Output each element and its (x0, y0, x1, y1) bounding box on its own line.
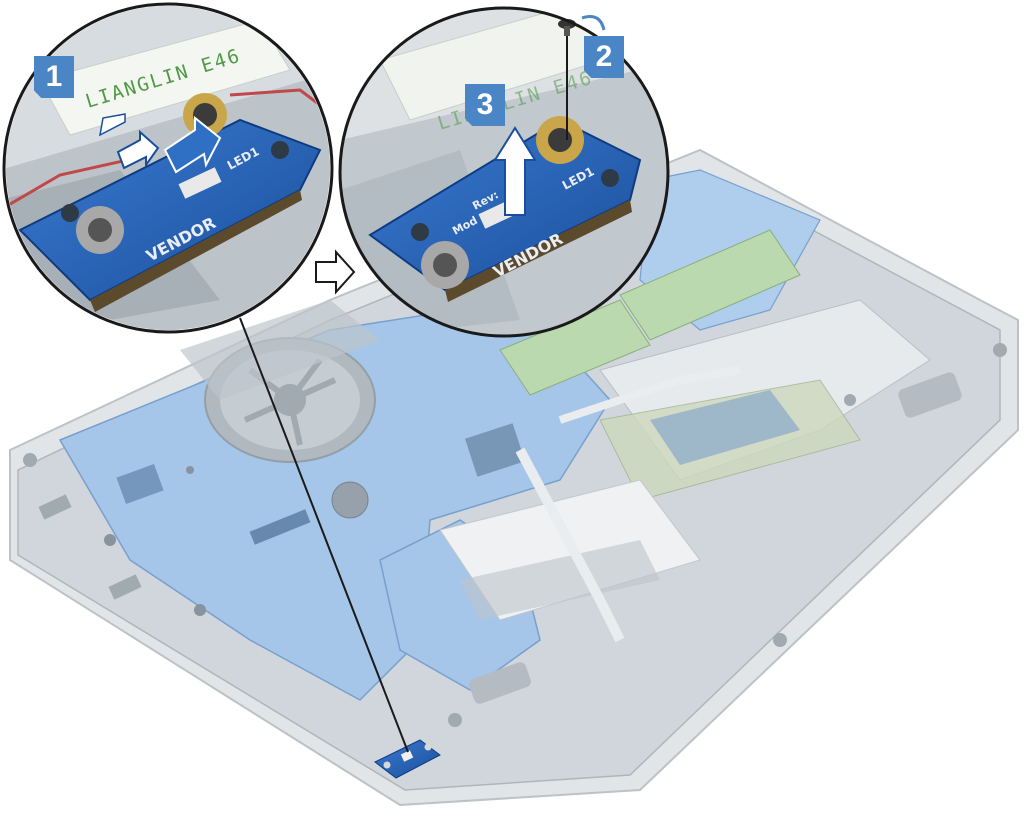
step-number: 3 (477, 88, 494, 122)
step-badge-2: 2 (584, 36, 624, 78)
callout-left: LIANGLIN E46 VENDOR LED1 (0, 0, 340, 340)
step-badge-1: 1 (34, 56, 74, 98)
step-number: 1 (46, 60, 63, 94)
step-badge-3: 3 (465, 84, 505, 126)
arrow-right-icon (316, 252, 354, 292)
step-number: 2 (596, 40, 613, 74)
